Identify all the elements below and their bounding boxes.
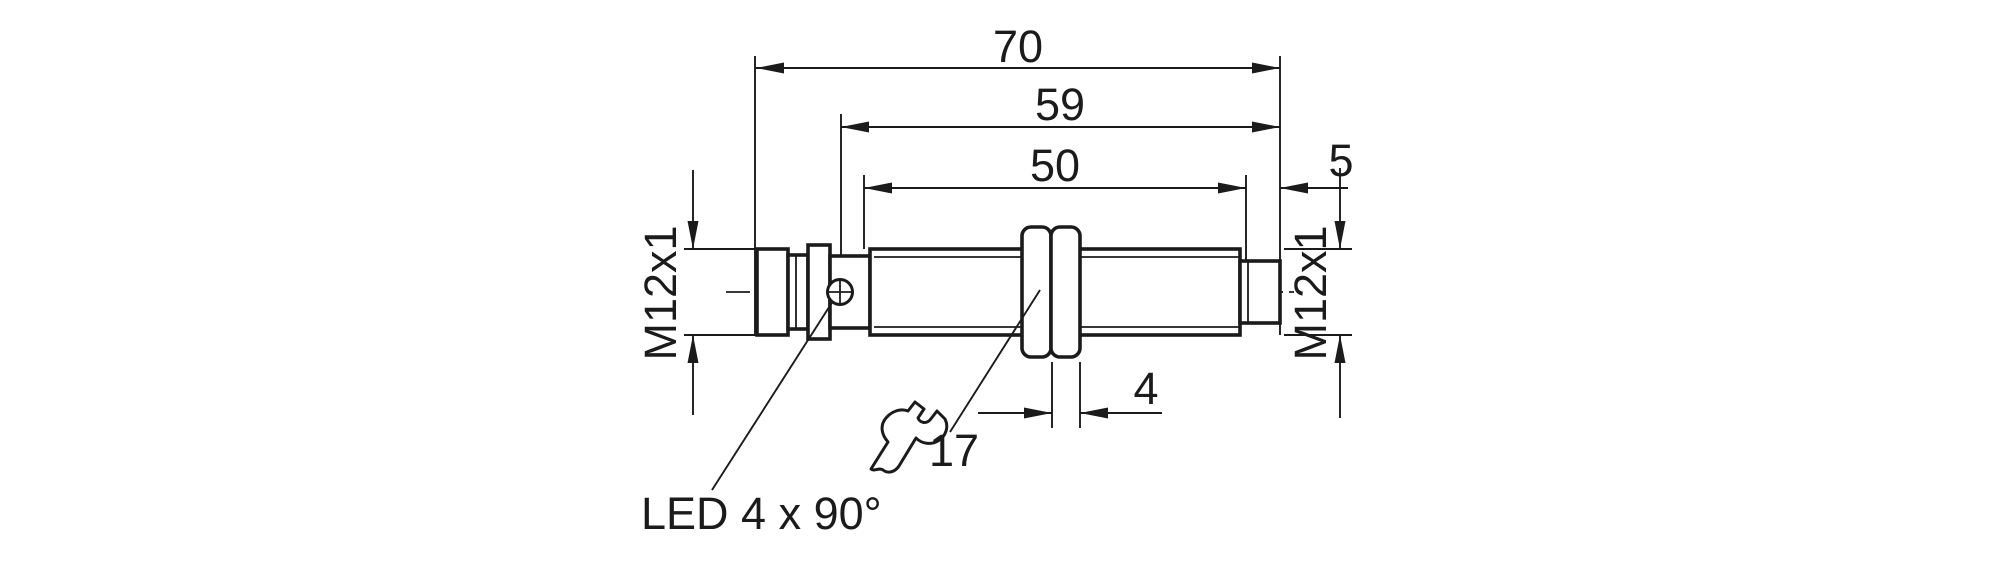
leader-line: [711, 300, 834, 491]
dim-4-value: 4: [1133, 363, 1158, 414]
lock-nut-left: [1020, 225, 1053, 359]
arrowhead-left-icon: [1080, 407, 1108, 419]
arrowhead-up-icon: [1334, 335, 1346, 363]
wrench-size-value: 17: [929, 425, 979, 476]
connector-face: [755, 247, 790, 337]
wrench-icon: [869, 400, 949, 474]
dim-m12x1-left: M12x1: [635, 170, 758, 415]
arrowhead-down-icon: [687, 221, 699, 249]
dim-m12x1-right: M12x1: [1284, 168, 1352, 418]
dim-59: 59: [841, 79, 1280, 133]
dim-70-value: 70: [993, 21, 1043, 72]
arrowhead-left-icon: [864, 182, 892, 194]
wrench-callout: 17: [869, 289, 1041, 476]
dim-59-value: 59: [1035, 79, 1085, 130]
dim-5-value: 5: [1328, 135, 1353, 186]
thread-label-left: M12x1: [635, 225, 686, 360]
arrowhead-left-icon: [756, 62, 784, 74]
sensing-tip: [1238, 259, 1282, 325]
dim-50: 50: [864, 140, 1246, 194]
led-label: LED 4 x 90°: [641, 488, 882, 539]
dim-50-value: 50: [1030, 140, 1080, 191]
dim-70: 70: [756, 21, 1280, 74]
arrowhead-left-icon: [841, 121, 869, 133]
arrowhead-right-icon: [1218, 182, 1246, 194]
dim-4: 4: [978, 362, 1162, 428]
dim-5: 5: [1280, 135, 1354, 194]
arrowhead-up-icon: [687, 335, 699, 363]
arrowhead-right-icon: [1024, 407, 1052, 419]
connector-thread: [786, 253, 810, 331]
leader-line: [949, 289, 1041, 433]
arrowhead-left-icon: [1280, 182, 1308, 194]
led-callout: LED 4 x 90°: [641, 300, 882, 539]
thread-label-right: M12x1: [1285, 225, 1336, 360]
sensor-body: [755, 225, 1282, 359]
arrowhead-down-icon: [1334, 221, 1346, 249]
arrowhead-right-icon: [1252, 62, 1280, 74]
arrowhead-right-icon: [1252, 121, 1280, 133]
lock-nut-right: [1049, 225, 1082, 359]
